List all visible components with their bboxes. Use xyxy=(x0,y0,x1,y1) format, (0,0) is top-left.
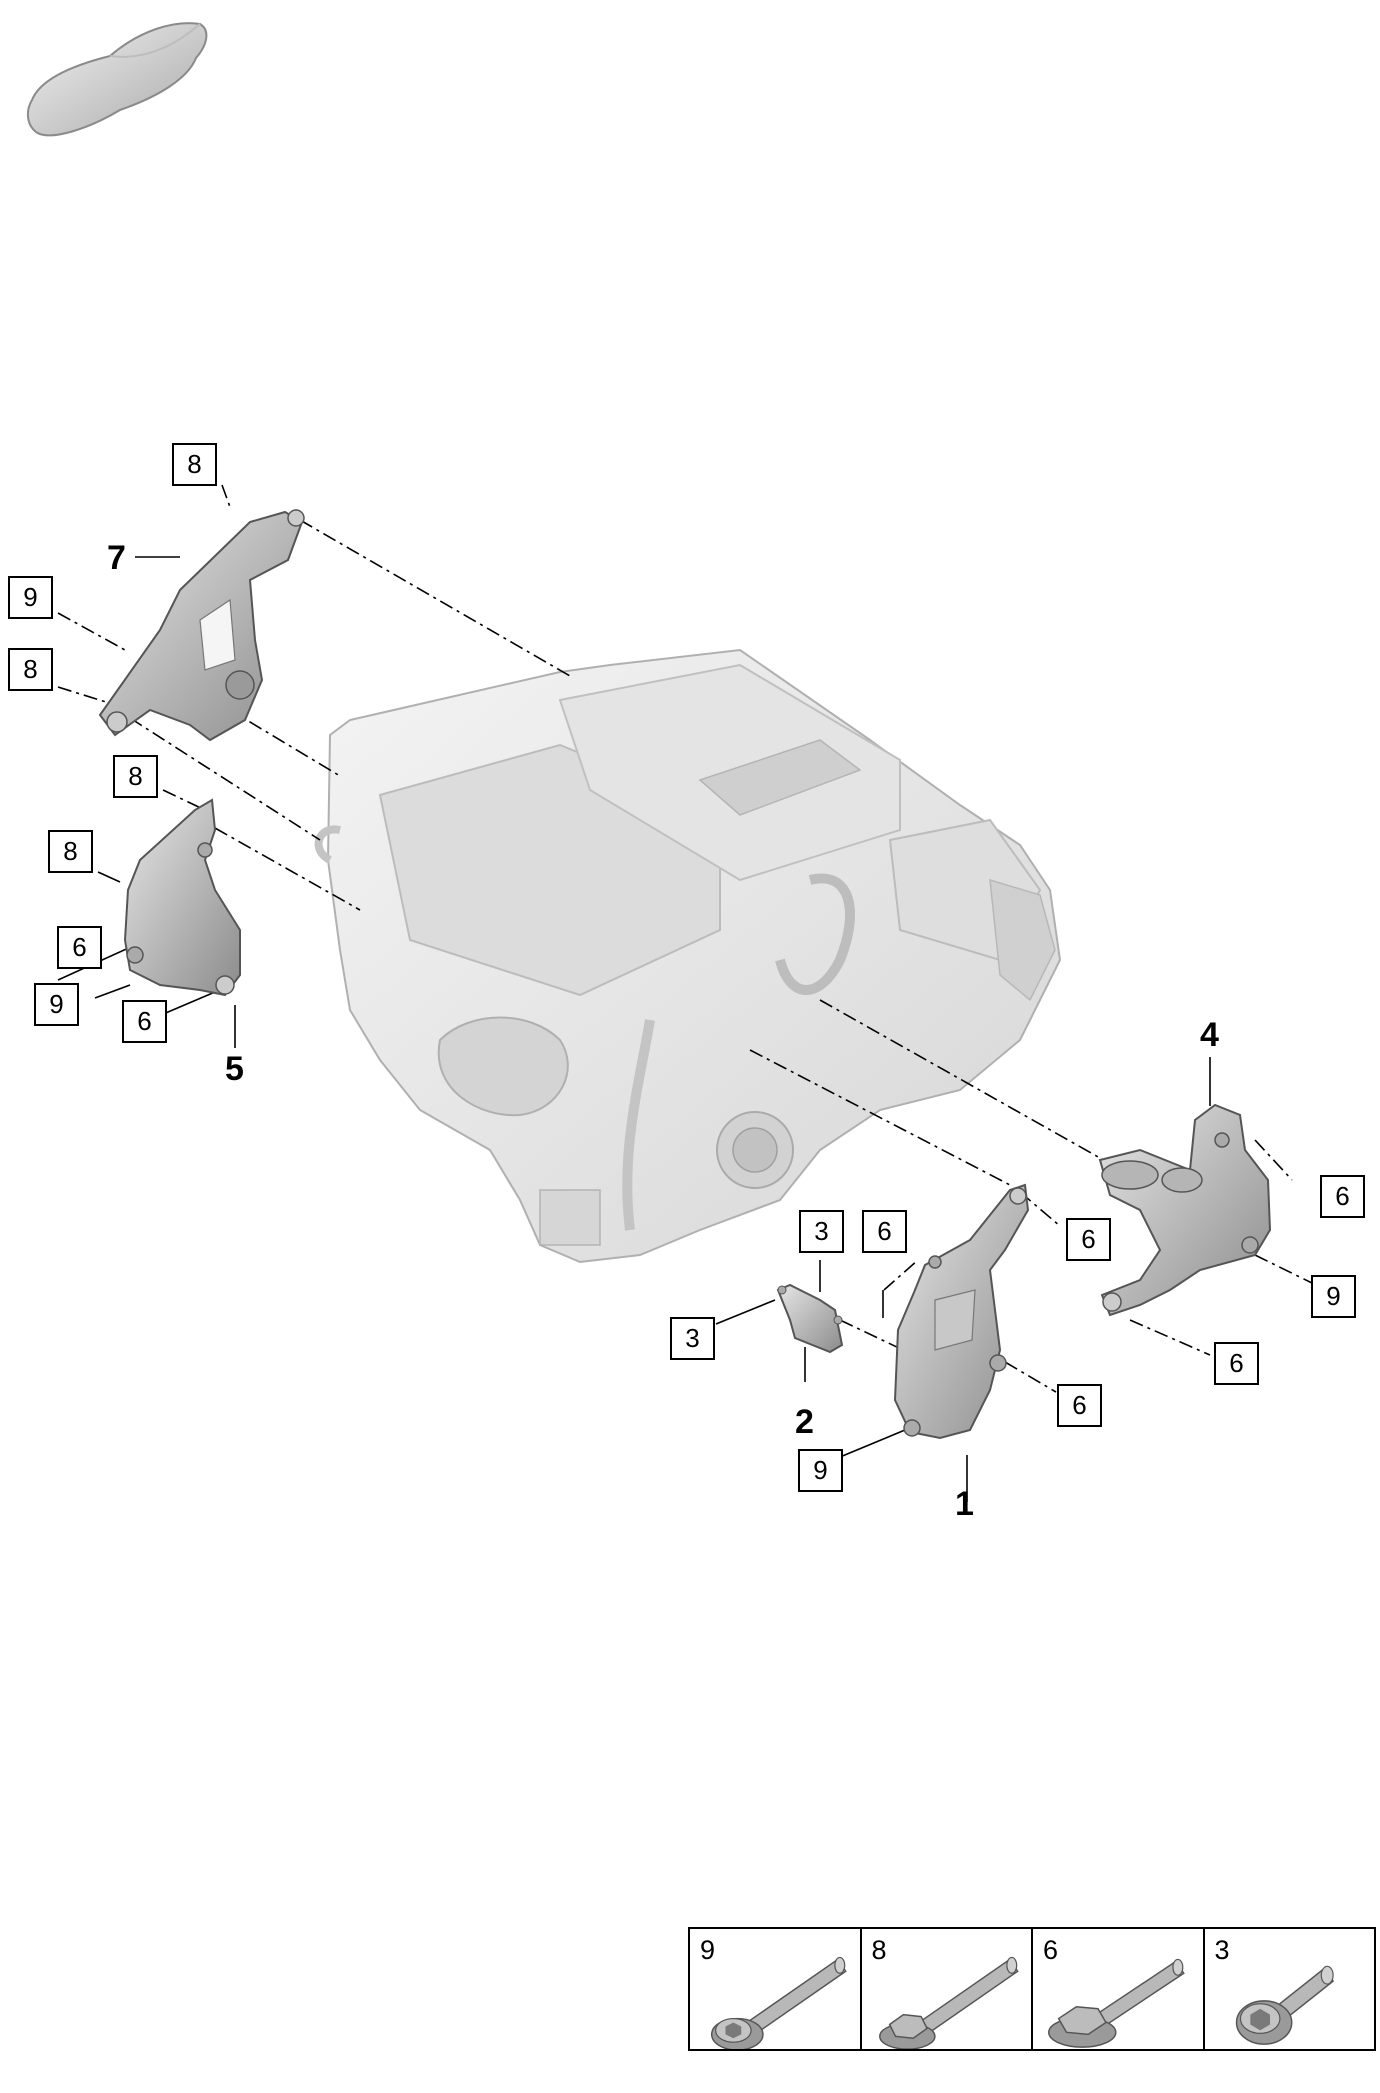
part-number-label: 7 xyxy=(107,539,126,577)
callout-box: 6 xyxy=(1066,1218,1111,1261)
part-number-label: 2 xyxy=(795,1403,814,1441)
callout-box: 6 xyxy=(1214,1342,1259,1385)
callout-box: 9 xyxy=(798,1449,843,1492)
part-number-label: 1 xyxy=(955,1485,974,1523)
solid-leaders xyxy=(57,556,1211,1502)
torx-bolt-icon xyxy=(1235,1965,1334,2045)
bracket-4 xyxy=(1098,1103,1272,1317)
part-number-label: 4 xyxy=(1200,1016,1219,1054)
callout-box: 9 xyxy=(1311,1275,1356,1318)
callout-box: 8 xyxy=(113,755,158,798)
torx-bolt-icon xyxy=(710,1956,847,2049)
legend-cell-bolt: 9 xyxy=(690,1929,862,2049)
callout-box: 9 xyxy=(34,983,79,1026)
bracket-2 xyxy=(776,1283,844,1354)
callout-box: 6 xyxy=(862,1210,907,1253)
electric-drive-unit xyxy=(314,648,1062,1264)
bracket-1 xyxy=(893,1183,1030,1440)
callout-box: 3 xyxy=(670,1317,715,1360)
hex-flange-bolt-icon xyxy=(878,1956,1019,2049)
legend-cell-bolt: 6 xyxy=(1033,1929,1205,2049)
callout-box: 6 xyxy=(122,1000,167,1043)
callout-box: 6 xyxy=(1057,1384,1102,1427)
callout-box: 6 xyxy=(1320,1175,1365,1218)
part-number-label: 5 xyxy=(225,1050,244,1088)
hex-flange-bolt-icon xyxy=(1048,1958,1185,2048)
legend-label: 3 xyxy=(1214,1935,1230,1965)
callout-box: 8 xyxy=(8,648,53,691)
legend-cell-bolt: 3 xyxy=(1205,1929,1375,2049)
legend-cell-bolt: 8 xyxy=(862,1929,1033,2049)
legend-label: 6 xyxy=(1043,1935,1059,1965)
callout-box: 8 xyxy=(172,443,217,486)
fastener-legend: 9 8 6 3 xyxy=(688,1927,1376,2051)
callout-box: 6 xyxy=(57,926,102,969)
vehicle-silhouette-icon xyxy=(26,22,208,137)
bracket-7 xyxy=(98,509,305,742)
callout-box: 3 xyxy=(799,1210,844,1253)
bracket-5 xyxy=(123,798,241,997)
legend-label: 8 xyxy=(871,1935,887,1965)
callout-box: 9 xyxy=(8,576,53,619)
callout-box: 8 xyxy=(48,830,93,873)
legend-label: 9 xyxy=(700,1935,716,1965)
